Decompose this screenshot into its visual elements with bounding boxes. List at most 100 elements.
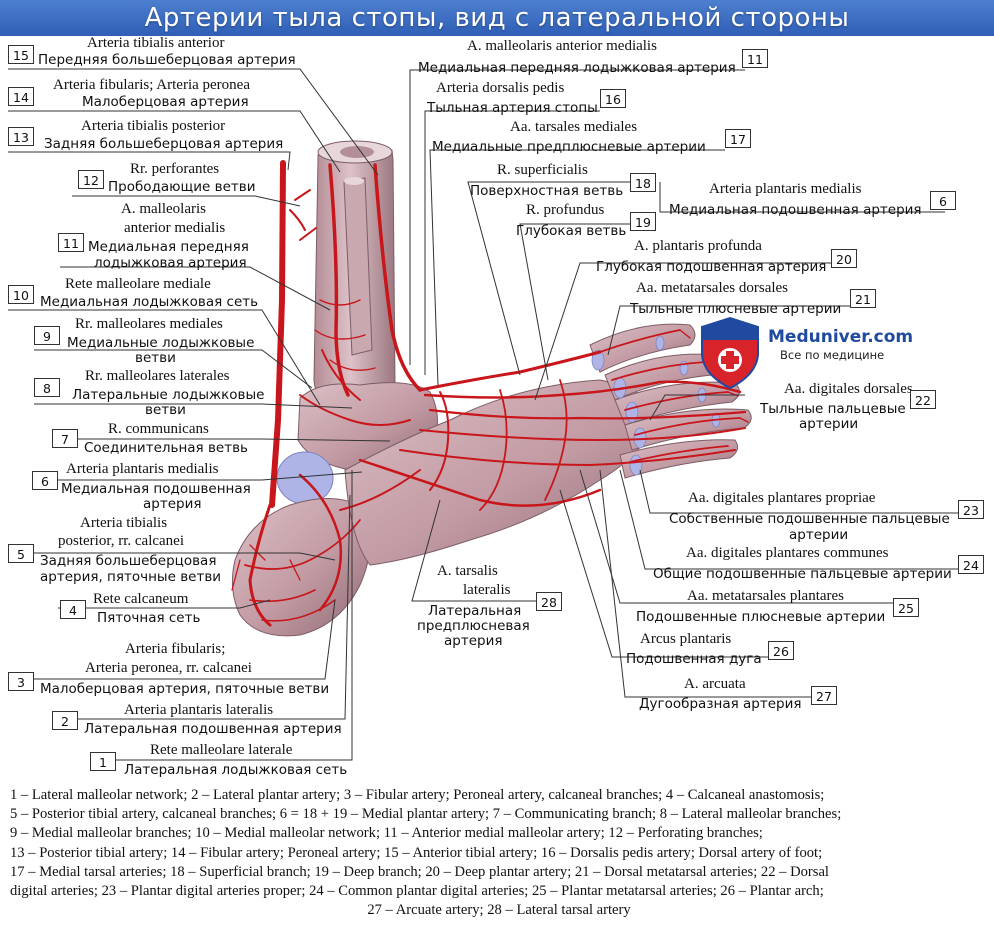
label-20-russian: Глубокая подошвенная артерия <box>596 259 827 275</box>
label-11-latin-line2: anterior medialis <box>124 220 226 236</box>
label-23-russian-line2: артерии <box>789 527 849 543</box>
label-11r-latin: A. malleolaris anterior medialis <box>467 38 657 54</box>
label-17-latin: Aa. tarsales mediales <box>510 119 638 135</box>
legend-line: 1 – Lateral malleolar network; 2 – Later… <box>10 787 825 803</box>
label-6r-latin: Arteria plantaris medialis <box>709 181 862 197</box>
label-number-24: 24 <box>958 555 984 574</box>
label-14-russian: Малоберцовая артерия <box>82 94 249 110</box>
label-5-russian-line1: Задняя большеберцовая <box>40 553 217 569</box>
label-number-27: 27 <box>811 686 837 705</box>
label-number-4: 4 <box>60 600 86 619</box>
label-16-latin: Arteria dorsalis pedis <box>436 80 565 96</box>
label-17-russian: Медиальные предплюсневые артерии <box>432 139 706 155</box>
label-number-15: 15 <box>8 45 34 64</box>
label-3-latin-line2: Arteria peronea, rr. calcanei <box>85 660 252 676</box>
label-number-11-right: 11 <box>742 49 768 68</box>
label-2-russian: Латеральная подошвенная артерия <box>84 721 342 737</box>
label-number-11-left: 11 <box>58 233 84 252</box>
label-22-russian-line1: Тыльные пальцевые <box>760 401 906 417</box>
legend-line: 5 – Posterior tibial artery, calcaneal b… <box>10 806 842 823</box>
legend-line: 13 – Posterior tibial artery; 14 – Fibul… <box>10 844 823 861</box>
toe-1 <box>589 323 696 373</box>
label-28-latin-line1: A. tarsalis <box>437 563 498 579</box>
label-number-19: 19 <box>630 212 656 231</box>
label-number-28: 28 <box>536 592 562 611</box>
leader-lines <box>8 68 960 761</box>
label-3-latin-line1: Arteria fibularis; <box>125 641 226 657</box>
label-11-russian-line1: Медиальная передняя <box>88 239 249 255</box>
fibula-top <box>344 177 364 185</box>
label-28-russian-line2: предплюсневая <box>417 618 530 634</box>
label-19-russian: Глубокая ветвь <box>516 223 627 239</box>
label-number-18: 18 <box>630 173 656 192</box>
label-28-russian-line3: артерия <box>444 633 503 649</box>
label-number-6-right: 6 <box>930 191 956 210</box>
label-23-latin: Aa. digitales plantares propriae <box>688 490 876 506</box>
label-14-latin: Arteria fibularis; Arteria peronea <box>53 77 250 93</box>
label-6r-russian: Медиальная подошвенная артерия <box>669 202 922 218</box>
logo-shield-icon <box>701 316 759 390</box>
label-15-russian: Передняя большеберцовая артерия <box>38 52 296 68</box>
label-20-latin: A. plantaris profunda <box>634 238 762 254</box>
label-28-latin-line2: lateralis <box>463 582 511 598</box>
label-13-latin: Arteria tibialis posterior <box>81 118 226 134</box>
label-11-latin-line1: A. malleolaris <box>121 201 206 217</box>
label-25-latin: Aa. metatarsales plantares <box>687 588 845 604</box>
label-number-14: 14 <box>8 87 34 106</box>
label-7-russian: Соединительная ветвь <box>84 440 249 456</box>
title-bar <box>0 0 994 36</box>
label-1-latin: Rete malleolare laterale <box>150 742 293 758</box>
label-8-latin: Rr. malleolares laterales <box>85 368 230 384</box>
legend-line: 27 – Arcuate artery; 28 – Lateral tarsal… <box>367 902 631 919</box>
foot-illustration <box>8 68 960 761</box>
label-21-latin: Aa. metatarsales dorsales <box>636 280 789 296</box>
label-24-russian: Общие подошвенные пальцевые артерии <box>653 566 952 582</box>
label-15-latin: Arteria tibialis anterior <box>87 35 225 51</box>
label-23-russian-line1: Собственные подошвенные пальцевые <box>669 511 950 527</box>
legend: 1 – Lateral malleolar network; 2 – Later… <box>10 786 988 920</box>
label-number-9: 9 <box>34 326 60 345</box>
logo-tagline: Все по медицине <box>780 348 885 362</box>
label-10-russian: Медиальная лодыжковая сеть <box>40 294 259 310</box>
label-16-russian: Тыльная артерия стопы <box>427 100 598 116</box>
label-number-7: 7 <box>52 429 78 448</box>
label-27-russian: Дугообразная артерия <box>639 696 802 712</box>
label-27-latin: A. arcuata <box>684 676 746 692</box>
label-18-latin: R. superficialis <box>497 162 588 178</box>
label-number-8: 8 <box>34 378 60 397</box>
label-number-17: 17 <box>725 129 751 148</box>
label-18-russian: Поверхностная ветвь <box>470 183 624 199</box>
label-number-23: 23 <box>958 500 984 519</box>
label-number-16: 16 <box>600 89 626 108</box>
label-9-russian-line1: Медиальные лодыжковые <box>67 335 255 351</box>
label-number-20: 20 <box>831 249 857 268</box>
label-8-russian-line2: ветви <box>145 402 186 418</box>
label-number-6-left: 6 <box>32 471 58 490</box>
arteries <box>231 160 749 627</box>
label-8-russian-line1: Латеральные лодыжковые <box>72 387 265 403</box>
label-5-latin-line2: posterior, rr. calcanei <box>58 533 185 549</box>
label-number-3: 3 <box>8 672 34 691</box>
label-number-13: 13 <box>8 127 34 146</box>
label-10-latin: Rete malleolare mediale <box>65 276 211 292</box>
label-6-russian-line1: Медиальная подошвенная <box>61 481 251 497</box>
label-11r-russian: Медиальная передняя лодыжковая артерия <box>418 60 736 76</box>
label-7-latin: R. communicans <box>108 421 209 437</box>
label-number-21: 21 <box>850 289 876 308</box>
label-19-latin: R. profundus <box>526 202 605 218</box>
label-12-latin: Rr. perforantes <box>130 161 220 177</box>
label-5-latin-line1: Arteria tibialis <box>80 515 168 531</box>
toe-5 <box>619 439 739 479</box>
label-21-russian: Тыльные плюсневые артерии <box>630 301 842 317</box>
label-22-latin: Aa. digitales dorsales <box>784 381 913 397</box>
label-number-25: 25 <box>893 598 919 617</box>
logo-brand: Meduniver.com <box>768 327 914 347</box>
label-24-latin: Aa. digitales plantares communes <box>686 545 889 561</box>
label-5-russian-line2: артерия, пяточные ветви <box>40 569 222 585</box>
legend-line: 17 – Medial tarsal arteries; 18 – Superf… <box>10 863 829 880</box>
label-9-latin: Rr. malleolares mediales <box>75 316 223 332</box>
legend-line: digital arteries; 23 – Plantar digital a… <box>10 883 824 900</box>
label-25-russian: Подошвенные плюсневые артерии <box>636 609 886 625</box>
label-number-22: 22 <box>910 390 936 409</box>
